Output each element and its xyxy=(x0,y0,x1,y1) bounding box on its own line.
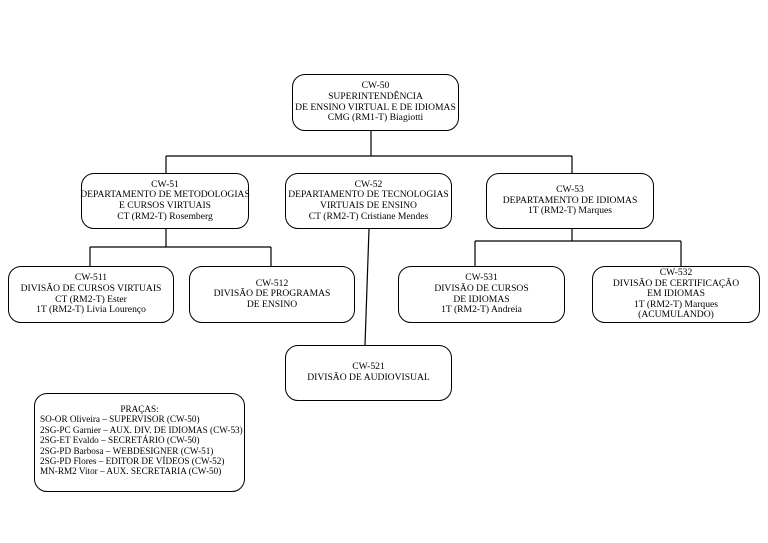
pracas-line: 2SG-PC Garnier – AUX. DIV. DE IDIOMAS (C… xyxy=(40,424,243,435)
node-title: EM IDIOMAS xyxy=(647,288,705,300)
node-title: VIRTUAIS DE ENSINO xyxy=(320,200,417,211)
node-title: DEPARTAMENTO DE TECNOLOGIAS xyxy=(288,189,449,201)
node-title: DIVISÃO DE CERTIFICAÇÃO xyxy=(612,277,740,289)
node-code: CW-512 xyxy=(255,277,289,289)
node-person: CT (RM2-T) Ester xyxy=(55,293,127,305)
pracas-title: PRAÇAS: xyxy=(120,404,159,414)
node-cw-512: CW-512 DIVISÃO DE PROGRAMAS DE ENSINO xyxy=(189,266,355,323)
pracas-line: 2SG-PD Flores – EDITOR DE VÍDEOS (CW-52) xyxy=(40,456,225,467)
node-code: CW-52 xyxy=(354,178,383,190)
node-title: DIVISÃO DE CURSOS VIRTUAIS xyxy=(20,282,162,294)
pracas-line: 2SG-ET Evaldo – SECRETÁRIO (CW-50) xyxy=(40,435,200,446)
node-cw-531: CW-531 DIVISÃO DE CURSOS DE IDIOMAS 1T (… xyxy=(398,266,565,323)
node-person: CT (RM2-T) Cristiane Mendes xyxy=(308,210,429,222)
node-person: 1T (RM2-T) Lívia Lourenço xyxy=(36,304,146,316)
pracas-line: MN-RM2 Vitor – AUX. SECRETARIA (CW-50) xyxy=(40,466,222,477)
node-person: 1T (RM2-T) Marques xyxy=(527,205,613,217)
node-title: DEPARTAMENTO DE METODOLOGIAS xyxy=(80,189,250,201)
node-cw-532: CW-532 DIVISÃO DE CERTIFICAÇÃO EM IDIOMA… xyxy=(592,266,760,323)
node-person: CT (RM2-T) Rosemberg xyxy=(117,210,213,222)
node-cw-53: CW-53 DEPARTAMENTO DE IDIOMAS 1T (RM2-T)… xyxy=(486,173,654,229)
node-code: CW-53 xyxy=(556,184,584,196)
node-code: CW-50 xyxy=(361,80,390,92)
node-cw-50: CW-50 SUPERINTENDÊNCIA DE ENSINO VIRTUAL… xyxy=(292,74,459,131)
node-title: SUPERINTENDÊNCIA xyxy=(328,90,423,102)
pracas-line: 2SG-PD Barbosa – WEBDESIGNER (CW-51) xyxy=(40,445,214,456)
pracas-box: PRAÇAS: SO-OR Oliveira – SUPERVISOR (CW-… xyxy=(34,393,245,492)
node-cw-511: CW-511 DIVISÃO DE CURSOS VIRTUAIS CT (RM… xyxy=(8,266,174,323)
node-title: DIVISÃO DE AUDIOVISUAL xyxy=(307,372,430,383)
node-code: CW-511 xyxy=(74,272,108,284)
node-title: DIVISÃO DE CURSOS xyxy=(434,282,529,294)
node-cw-51: CW-51 DEPARTAMENTO DE METODOLOGIAS E CUR… xyxy=(80,173,250,229)
node-cw-521: CW-521 DIVISÃO DE AUDIOVISUAL xyxy=(285,345,452,401)
node-code: CW-532 xyxy=(659,267,693,279)
node-code: CW-521 xyxy=(352,361,385,373)
node-code: CW-51 xyxy=(151,178,179,190)
node-person: 1T (RM2-T) Andreia xyxy=(441,304,522,316)
node-person: 1T (RM2-T) Marques xyxy=(633,298,719,310)
node-person: CMG (RM1-T) Biagiotti xyxy=(327,112,424,124)
node-code: CW-531 xyxy=(465,272,498,284)
pracas-line: SO-OR Oliveira – SUPERVISOR (CW-50) xyxy=(40,414,200,425)
node-title: DE ENSINO xyxy=(246,298,298,310)
node-title: DE IDIOMAS xyxy=(453,293,510,305)
node-title: E CURSOS VIRTUAIS xyxy=(118,200,211,211)
node-title: DE ENSINO VIRTUAL E DE IDIOMAS xyxy=(295,101,456,113)
node-title: DIVISÃO DE PROGRAMAS xyxy=(213,288,331,300)
node-title: DEPARTAMENTO DE IDIOMAS xyxy=(502,194,638,206)
node-cw-52: CW-52 DEPARTAMENTO DE TECNOLOGIAS VIRTUA… xyxy=(285,173,452,229)
node-note: (ACUMULANDO) xyxy=(638,309,714,321)
